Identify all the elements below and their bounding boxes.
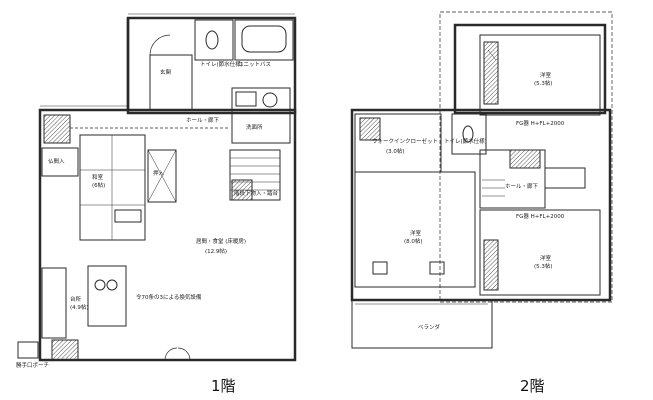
toilet-room-2f	[451, 113, 487, 155]
yoshitsu-ne-room	[479, 34, 601, 116]
label-genkan: 玄関	[160, 70, 172, 76]
label-kitchen: 台所	[70, 297, 82, 303]
genkan-room	[149, 54, 193, 111]
label-yoshitsu-w: 洋室	[410, 231, 422, 237]
roof-outline	[439, 11, 613, 303]
washbasin	[235, 91, 257, 107]
label-toilet-2f: トイレ(節水仕様)	[444, 139, 487, 145]
senmenjo-room	[231, 87, 291, 144]
hatched-stair-2f	[509, 149, 541, 169]
label-yoshitsu-ne: 洋室	[540, 73, 552, 79]
oshiire-room	[147, 149, 177, 203]
label-washitsu-size: (6帖)	[92, 183, 106, 189]
toilet-fixture-2f	[462, 125, 474, 143]
label-hall-2f: ホール・廊下	[505, 184, 539, 190]
label-vent-note: 令70条の3による換気設備	[136, 295, 202, 301]
hatched-closet-se	[483, 239, 499, 291]
second-floor-title: 2階	[520, 377, 545, 395]
hatched-stair-storage	[231, 179, 253, 201]
label-toilet-1f: トイレ(節水仕様)	[200, 62, 243, 68]
hatched-wic	[359, 117, 381, 141]
tokonoma	[114, 209, 142, 223]
label-ldk-size: (12.9帖)	[205, 249, 228, 255]
label-fg-ne: FG器 H+FL+2000	[516, 121, 565, 127]
label-senmenjo: 洗面所	[246, 125, 263, 131]
label-kitchen-size: (4.9帖)	[70, 305, 89, 311]
first-floor-title: 1階	[211, 377, 236, 395]
second-floor-plan	[350, 11, 613, 349]
yoshitsu-w-room	[354, 171, 476, 288]
toilet-room	[194, 19, 234, 61]
label-veranda: ベランダ	[418, 325, 441, 331]
bathtub	[241, 25, 287, 53]
kitchen-counter-left	[41, 267, 67, 339]
hatched-closet-1f	[43, 114, 71, 144]
first-floor-plan	[17, 13, 297, 362]
label-porch: 勝手口ポーチ	[16, 363, 50, 369]
washing-machine	[262, 92, 278, 108]
label-walk-in: ウォークインクローゼット	[372, 139, 439, 145]
unit-bath-room	[234, 19, 294, 61]
cooktop-burner	[94, 279, 106, 291]
ac-unit	[372, 261, 388, 275]
ac-unit	[429, 261, 445, 275]
storage-2f	[544, 167, 586, 189]
porch-step	[17, 341, 39, 359]
label-walk-in-size: (3.0帖)	[386, 149, 405, 155]
label-yoshitsu-ne-size: (5.3帖)	[534, 81, 553, 87]
veranda-area	[351, 299, 493, 349]
label-ldk: 居間・食堂 (床暖房)	[196, 239, 247, 245]
hatched-porch-area	[51, 339, 79, 361]
washitsu-room	[79, 134, 146, 241]
yoshitsu-se-room	[479, 209, 601, 296]
label-fg-se: FG器 H+FL+2000	[516, 214, 565, 220]
label-washitsu: 和室	[92, 175, 104, 181]
label-hall-1f: ホール・廊下	[186, 118, 220, 124]
label-oshiire: 押入	[153, 171, 165, 177]
toilet-fixture	[205, 30, 219, 50]
stairs-1f	[229, 149, 281, 201]
label-unit-bath: ユニットバス	[238, 62, 272, 68]
second-floor-upper-block	[453, 23, 607, 115]
label-kaidan: 階段下物入・踏台	[234, 191, 279, 197]
label-yoshitsu-w-size: (8.0帖)	[404, 239, 423, 245]
cooktop-burner	[106, 279, 118, 291]
label-butsuma: 仏間入	[48, 159, 65, 165]
butsuma-room	[41, 147, 79, 177]
kitchen-island	[87, 265, 127, 327]
label-yoshitsu-se: 洋室	[540, 256, 552, 262]
label-yoshitsu-se-size: (5.3帖)	[534, 264, 553, 270]
hatched-closet-ne	[483, 41, 499, 105]
